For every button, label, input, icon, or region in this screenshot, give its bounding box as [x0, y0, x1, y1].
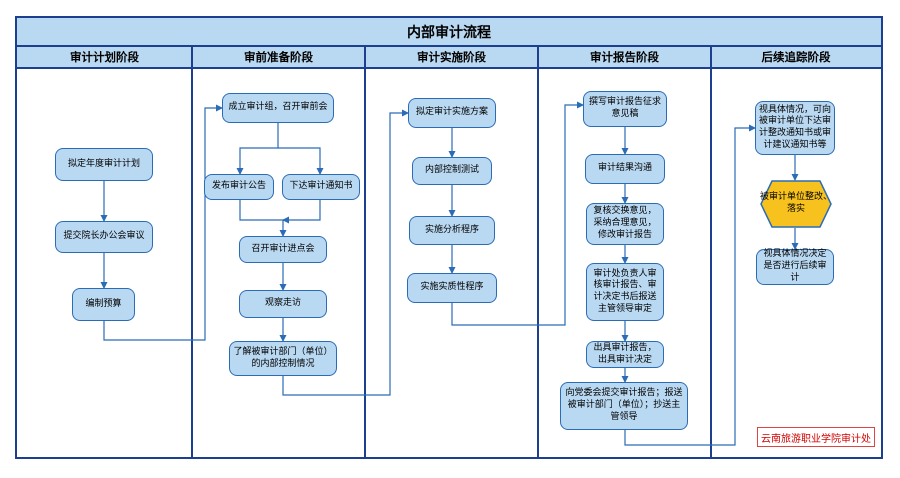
step-result-communication: 审计结果沟通: [585, 154, 665, 184]
step-substantive-procedures: 实施实质性程序: [407, 273, 497, 303]
step-head-review-report: 审计处负责人审核审计报告、审计决定书后报送主管领导审定: [586, 263, 664, 321]
step-form-audit-team: 成立审计组，召开审前会: [222, 93, 334, 123]
lane-divider: [710, 47, 712, 457]
lane-divider: [364, 47, 366, 457]
decision-label: 被审计单位整改、落实: [760, 192, 833, 214]
step-follow-up-audit: 视具体情况决定是否进行后续审计: [756, 249, 834, 285]
hexagon-shape: [760, 180, 832, 228]
step-submit-party-committee: 向党委会提交审计报告；报送被审计部门（单位）；抄送主管领导: [560, 382, 688, 430]
step-issue-audit-report: 出具审计报告，出具审计决定: [586, 341, 664, 368]
step-analytical-procedures: 实施分析程序: [409, 216, 495, 245]
step-review-revise-report: 复核交换意见，采纳合理意见，修改审计报告: [586, 203, 664, 245]
lane-divider: [191, 47, 193, 457]
lane-header-prep: 审前准备阶段: [192, 47, 365, 69]
lane-header-plan: 审计计划阶段: [17, 47, 192, 69]
step-draft-audit-report: 撰写审计报告征求意见稿: [583, 91, 667, 127]
step-entry-meeting: 召开审计进点会: [239, 236, 327, 263]
lane-divider: [537, 47, 539, 457]
step-rectify-implement: 被审计单位整改、落实: [760, 180, 832, 228]
step-audit-implementation-plan: 拟定审计实施方案: [408, 98, 496, 128]
step-submit-president-meeting: 提交院长办公会审议: [55, 221, 153, 253]
step-budget: 编制预算: [72, 288, 135, 321]
step-annual-audit-plan: 拟定年度审计计划: [55, 148, 153, 181]
step-rectification-notice: 视具体情况，可向被审计单位下达审计整改通知书或审计建议通知书等: [755, 101, 835, 155]
step-understand-internal-control: 了解被审计部门（单位）的内部控制情况: [229, 341, 337, 376]
step-audit-notice: 发布审计公告: [204, 174, 274, 200]
diagram-title: 内部审计流程: [17, 18, 881, 47]
step-audit-notification-letter: 下达审计通知书: [282, 174, 360, 200]
department-stamp: 云南旅游职业学院审计处: [757, 427, 875, 447]
lane-header-followup: 后续追踪阶段: [711, 47, 881, 69]
lane-header-impl: 审计实施阶段: [365, 47, 538, 69]
step-observation-visit: 观察走访: [239, 290, 327, 318]
lane-header-report: 审计报告阶段: [538, 47, 711, 69]
step-internal-control-test: 内部控制测试: [412, 157, 492, 185]
